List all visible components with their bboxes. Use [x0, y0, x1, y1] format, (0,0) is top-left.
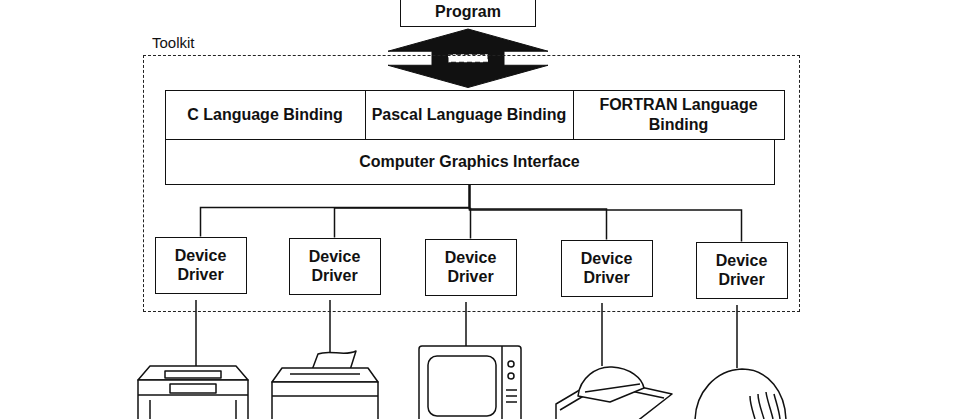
bus-connector — [335, 185, 470, 238]
bus-connector — [470, 185, 607, 240]
node-label: Program — [435, 2, 501, 21]
printer-device — [272, 351, 378, 419]
double-arrow — [388, 29, 548, 88]
driver-box: Device Driver — [289, 238, 381, 295]
node-label: C Language Binding — [187, 105, 343, 124]
node-label: FORTRAN Language Binding — [574, 95, 784, 133]
node-label: Computer Graphics Interface — [359, 152, 580, 171]
node-label: Pascal Language Binding — [372, 105, 567, 124]
binding-box: C Language Binding — [165, 90, 366, 140]
mouse-device — [695, 369, 786, 419]
toolkit-region: ToolkitC Language BindingPascal Language… — [143, 55, 800, 312]
node-label: Device Driver — [562, 249, 652, 287]
bus-connector — [201, 185, 470, 237]
node-label: Device Driver — [697, 251, 787, 289]
monitor-device — [419, 346, 521, 419]
bus-connector — [470, 185, 742, 242]
driver-box: Device Driver — [425, 239, 517, 296]
node-label: Device Driver — [156, 246, 246, 284]
region-heading: Toolkit — [152, 34, 195, 52]
program-box: Program — [400, 0, 536, 27]
driver-box: Device Driver — [696, 242, 788, 299]
tablet-device — [556, 367, 672, 419]
node-label: Device Driver — [426, 248, 516, 286]
binding-box: Pascal Language Binding — [365, 90, 574, 140]
terminal-device — [138, 366, 248, 419]
interface-box: Computer Graphics Interface — [165, 139, 775, 185]
node-label: Device Driver — [290, 247, 380, 285]
driver-box: Device Driver — [561, 240, 653, 297]
binding-box: FORTRAN Language Binding — [573, 90, 785, 140]
driver-box: Device Driver — [155, 237, 247, 294]
